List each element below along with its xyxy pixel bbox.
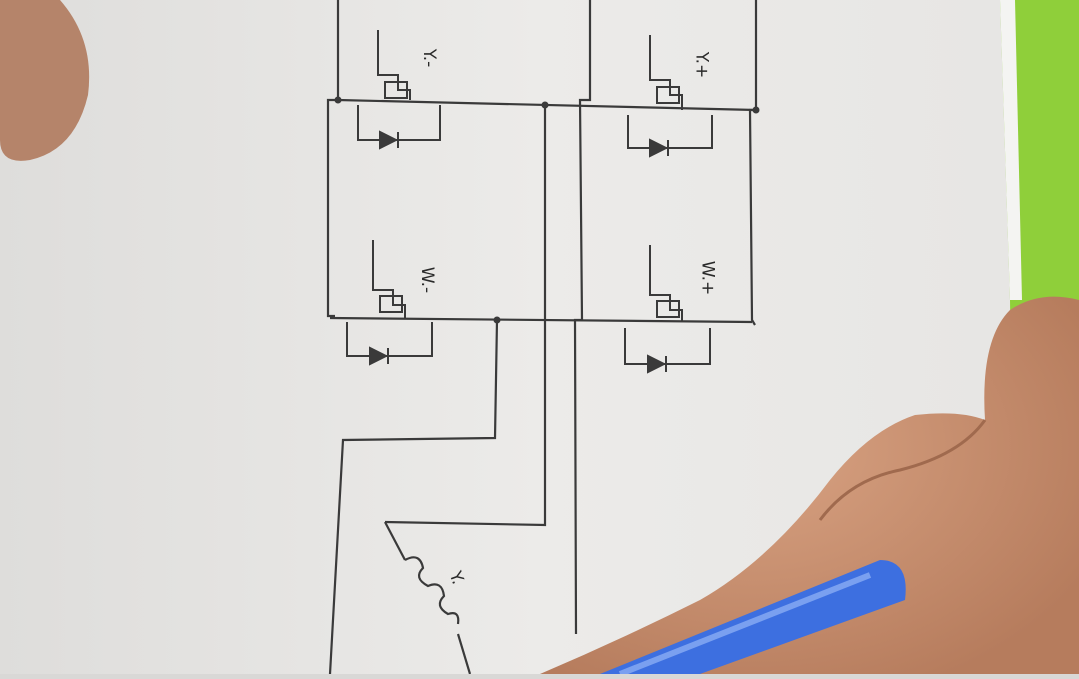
circuit-wires xyxy=(326,0,758,675)
label-q2: Y.+ xyxy=(691,51,712,79)
left-rail xyxy=(326,0,340,318)
right-hand xyxy=(540,296,1079,674)
transistor-q3 xyxy=(346,240,433,366)
knuckle-crease xyxy=(818,419,987,521)
coil-lead-top xyxy=(384,521,406,561)
label-q1: Y.- xyxy=(419,48,440,68)
transistor-q2 xyxy=(627,35,713,158)
right-rail xyxy=(573,0,592,635)
stylus-highlight xyxy=(618,572,872,677)
coil-lead-bottom xyxy=(456,633,472,675)
paper-edge xyxy=(1000,0,1022,300)
transistor-q4 xyxy=(624,245,711,374)
label-q4: W.+ xyxy=(697,260,718,296)
left-finger xyxy=(0,0,90,161)
label-q3: W.- xyxy=(417,266,438,294)
junction-dots xyxy=(334,96,760,324)
transistor-q1 xyxy=(357,30,441,150)
center-wire xyxy=(384,105,547,527)
lower-left-wire xyxy=(328,319,499,675)
coil-winding xyxy=(404,556,460,625)
